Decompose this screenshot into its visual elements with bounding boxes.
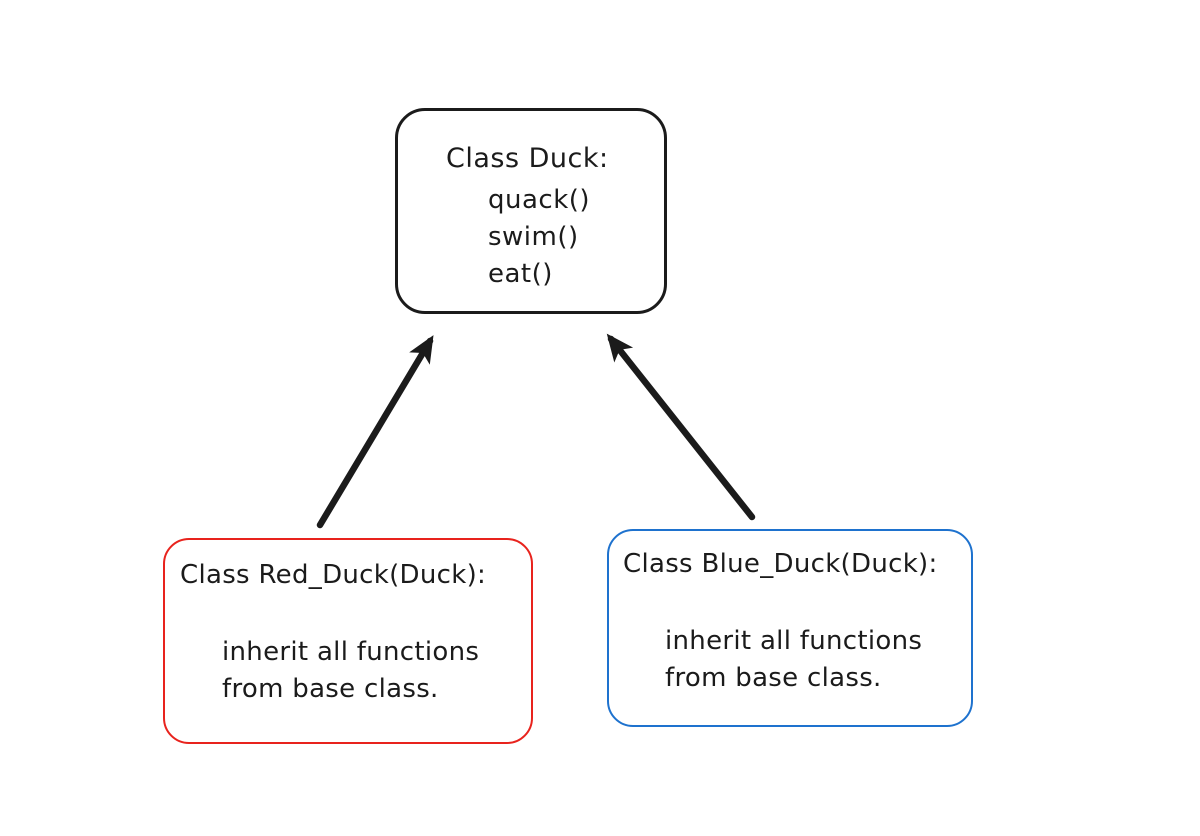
method-quack: quack() (488, 185, 591, 215)
base-class-title: Class Duck: (446, 143, 609, 174)
blue-duck-class-box: Class Blue_Duck(Duck): inherit all funct… (607, 529, 973, 727)
method-swim: swim() (488, 222, 579, 252)
base-class-box: Class Duck: quack() swim() eat() (395, 108, 667, 314)
red-duck-body-line-1: inherit all functions (222, 637, 480, 667)
inheritance-arrow-blue-to-base (606, 333, 756, 521)
blue-duck-body-line-1: inherit all functions (665, 626, 923, 656)
inheritance-arrow-red-to-base (316, 335, 434, 529)
red-duck-class-box: Class Red_Duck(Duck): inherit all functi… (163, 538, 533, 744)
red-duck-class-title: Class Red_Duck(Duck): (180, 560, 487, 590)
method-eat: eat() (488, 259, 553, 289)
red-duck-class-body: inherit all functions from base class. (222, 634, 531, 708)
base-class-method-list: quack() swim() eat() (488, 182, 664, 293)
red-duck-body-line-2: from base class. (222, 674, 439, 704)
blue-duck-class-body: inherit all functions from base class. (665, 623, 971, 697)
blue-duck-body-line-2: from base class. (665, 663, 882, 693)
blue-duck-class-title: Class Blue_Duck(Duck): (623, 549, 938, 579)
